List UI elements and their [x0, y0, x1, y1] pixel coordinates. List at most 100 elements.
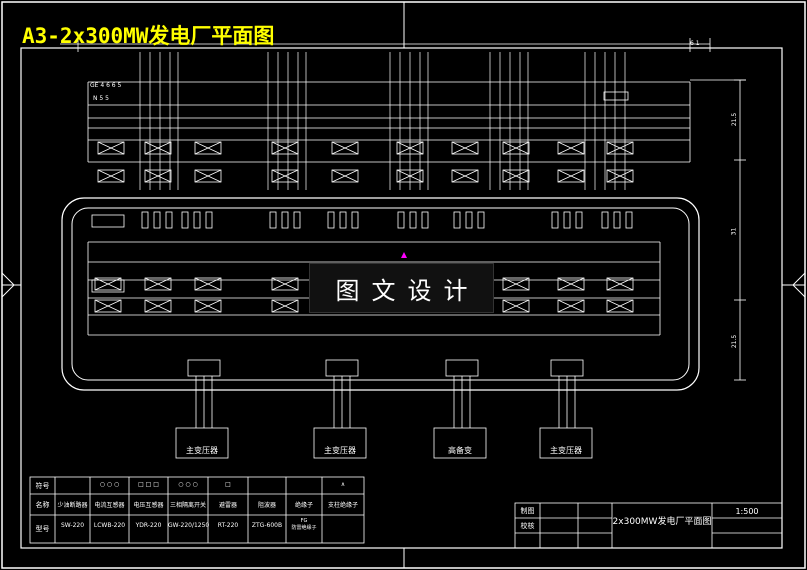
- equipment-box: [144, 299, 172, 313]
- title-block-row-check: 校核: [520, 522, 535, 530]
- legend-symbol-4: □: [225, 481, 231, 488]
- legend-model-extra: FG 防雷绝缘子: [291, 518, 317, 531]
- legend-model-2: YDR-220: [135, 522, 162, 529]
- insulator: [351, 211, 359, 229]
- insulator: [165, 211, 173, 229]
- insulator: [625, 211, 633, 229]
- legend-symbol-7: ∧: [340, 481, 346, 488]
- legend-name-1: 电流互感器: [94, 502, 125, 509]
- equipment-box: [557, 141, 585, 155]
- equipment-box: [502, 141, 530, 155]
- equipment-box: [557, 169, 585, 183]
- legend-name-4: 避雷器: [218, 502, 237, 509]
- watermark-logo: 图文设计: [309, 263, 494, 313]
- insulator: [339, 211, 347, 229]
- legend-symbol-1: ○ ○ ○: [99, 481, 120, 488]
- top-left-label-1: GE 4 6 6 5: [90, 82, 122, 89]
- equipment-box: [194, 169, 222, 183]
- top-dimension: [60, 38, 711, 52]
- equipment-box: [144, 141, 172, 155]
- insulator: [269, 211, 277, 229]
- equipment-box: [94, 277, 122, 291]
- equipment-box: [451, 169, 479, 183]
- insulator: [181, 211, 189, 229]
- equipment-box: [606, 299, 634, 313]
- marker-icon: [401, 252, 407, 258]
- equipment-box: [97, 141, 125, 155]
- legend-model-5: ZTG-600B: [251, 522, 283, 529]
- equipment-box: [194, 277, 222, 291]
- equipment-box: [331, 141, 359, 155]
- legend-header-symbol: 符号: [35, 482, 50, 490]
- legend-header-name: 名称: [35, 501, 50, 509]
- equipment-box: [271, 169, 299, 183]
- upper-bay-lines: [139, 52, 626, 190]
- legend-name-6: 绝缘子: [294, 502, 313, 509]
- insulator: [141, 211, 149, 229]
- insulator: [421, 211, 429, 229]
- upper-busbars: [87, 81, 691, 163]
- insulator: [453, 211, 461, 229]
- insulator: [205, 211, 213, 229]
- dimension-label-3: 21.5: [731, 334, 739, 349]
- equipment-box: [557, 299, 585, 313]
- title-block-drawing-name: 2x300MW发电厂平面图: [612, 517, 712, 527]
- transformer-label-3: 高备变: [448, 446, 472, 455]
- insulator: [477, 211, 485, 229]
- road-inner: [71, 207, 690, 381]
- legend-table: [29, 476, 365, 544]
- insulator: [327, 211, 335, 229]
- title-block-scale: 1:500: [735, 507, 759, 516]
- legend-symbol-2: □ □ □: [138, 481, 159, 488]
- legend-name-7: 支柱绝缘子: [327, 502, 358, 509]
- insulator: [397, 211, 405, 229]
- legend-header-model: 型号: [35, 525, 50, 533]
- insulator: [409, 211, 417, 229]
- equipment-box: [606, 169, 634, 183]
- transformer-label-2: 主变压器: [324, 446, 356, 455]
- dimension-label-1: 21.5: [731, 112, 739, 127]
- insulator: [193, 211, 201, 229]
- legend-model-4: RT-220: [217, 522, 239, 529]
- insulator: [613, 211, 621, 229]
- top-right-number: 6 1: [690, 40, 700, 47]
- equipment-box: [94, 299, 122, 313]
- insulator: [563, 211, 571, 229]
- equipment-box: [331, 169, 359, 183]
- title-block-row-draw: 制图: [520, 507, 535, 515]
- legend-name-2: 电压互感器: [133, 502, 164, 509]
- title-block: [514, 502, 783, 549]
- insulator: [551, 211, 559, 229]
- legend-name-0: 少油断路器: [57, 502, 88, 509]
- transformer-label-1: 主变压器: [186, 446, 218, 455]
- upper-equipment: [97, 141, 634, 183]
- equipment-box: [502, 299, 530, 313]
- top-left-label-2: N 5 5: [93, 95, 109, 102]
- legend-model-1: LCWB-220: [93, 522, 126, 529]
- equipment-box: [144, 169, 172, 183]
- insulator: [601, 211, 609, 229]
- insulator: [293, 211, 301, 229]
- equipment-box: [271, 141, 299, 155]
- legend-symbol-3: ○ ○ ○: [178, 481, 198, 488]
- equipment-box: [271, 277, 299, 291]
- equipment-box: [606, 141, 634, 155]
- equipment-box: [396, 141, 424, 155]
- insulator-row: [141, 211, 633, 229]
- inner-frame: [20, 47, 783, 549]
- legend-name-3: 三相隔离开关: [169, 502, 206, 509]
- equipment-box: [194, 141, 222, 155]
- legend-model-3: GW-220/1250: [168, 522, 210, 529]
- equipment-box: [97, 169, 125, 183]
- transformer-label-4: 主变压器: [550, 446, 582, 455]
- drawing-title-banner: A3-2x300MW发电厂平面图: [22, 24, 275, 48]
- equipment-box: [396, 169, 424, 183]
- legend-name-5: 阻波器: [257, 502, 276, 509]
- insulator: [465, 211, 473, 229]
- equipment-box: [557, 277, 585, 291]
- road-outer: [61, 197, 700, 391]
- left-small-boxes: [91, 91, 629, 293]
- insulator: [575, 211, 583, 229]
